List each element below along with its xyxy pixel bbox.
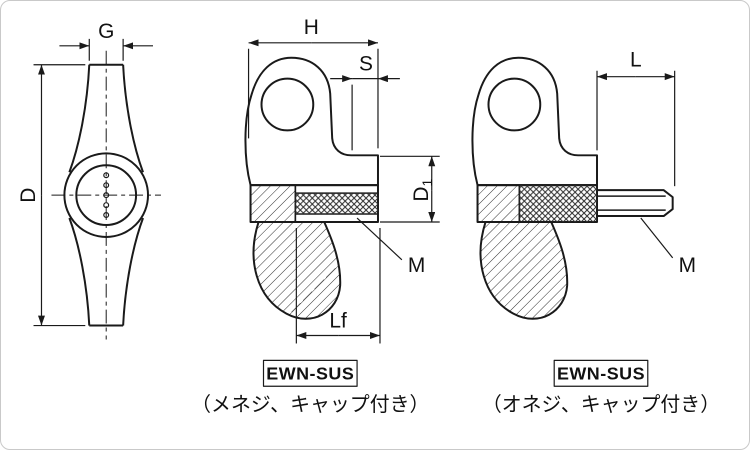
dimension-h: H: [247, 16, 379, 149]
female-thread-section: [295, 193, 378, 215]
knurl-section: [519, 185, 598, 223]
ring-hole: [487, 77, 542, 132]
dim-label-m-male: M: [679, 254, 696, 277]
dim-label-l: L: [630, 49, 642, 72]
hub-outer-circle: [63, 152, 150, 238]
part-label-female: EWN-SUS: [266, 363, 354, 383]
dim-label-lf: Lf: [329, 310, 347, 333]
dim-label-d: D: [17, 188, 40, 203]
dim-label-s: S: [359, 53, 373, 76]
wing-outline: [68, 63, 144, 327]
dimension-l: L: [596, 49, 676, 187]
wing-section-hatch: [479, 221, 569, 320]
dimension-m-male: M: [640, 217, 696, 277]
caption-male: （オネジ、キャップ付き）: [482, 393, 720, 416]
upper-body-outline: [471, 56, 599, 187]
stud-outline: [597, 189, 674, 218]
hub-inner-circle: [75, 164, 138, 226]
dimension-s: S: [330, 53, 400, 151]
dimension-g: G: [59, 20, 153, 61]
dim-label-d1: D1: [410, 178, 435, 201]
ring-hole: [260, 77, 315, 132]
dimension-d1: D1: [379, 155, 440, 223]
front-view: G D: [17, 20, 161, 340]
dim-label-h: H: [304, 16, 319, 39]
cap-section-hatch: [249, 184, 297, 223]
side-view-male-thread: L M EWN-SUS （オネジ、キャップ付き）: [471, 49, 720, 416]
knurl-dots: [103, 172, 110, 219]
part-label-male: EWN-SUS: [557, 363, 645, 383]
upper-body-outline: [244, 56, 379, 187]
part-label-box-female: [262, 359, 358, 387]
caption-female: （メネジ、キャップ付き）: [191, 393, 429, 416]
dimension-d: D: [17, 64, 86, 327]
dim-label-g: G: [98, 20, 114, 43]
dimension-lf: Lf: [295, 227, 381, 344]
cap-section-hatch: [476, 184, 521, 223]
dim-label-m-female: M: [408, 254, 425, 277]
part-label-box-male: [553, 359, 649, 387]
side-view-female-thread: H S D1 M Lf: [191, 16, 440, 416]
dimension-m-female: M: [356, 217, 425, 277]
